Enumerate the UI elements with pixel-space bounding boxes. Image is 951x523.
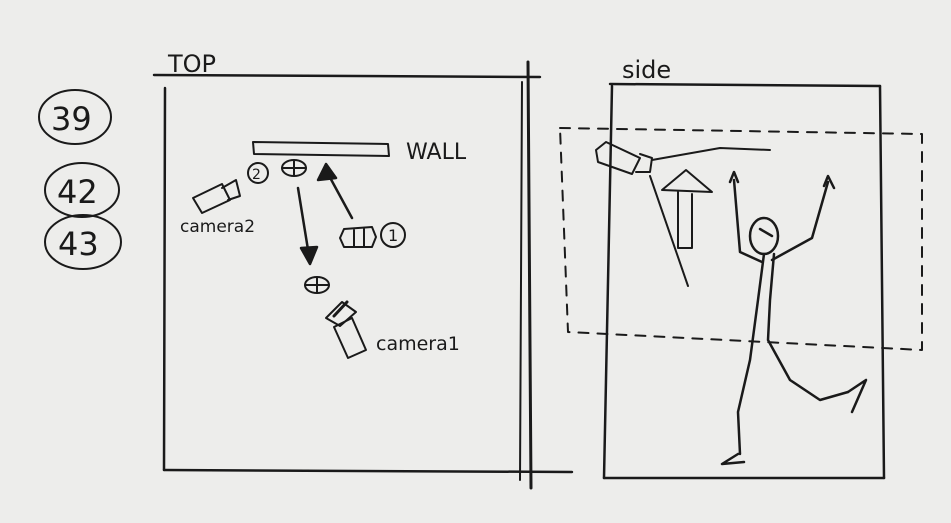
subject-top-lower — [305, 277, 329, 293]
side-camera-icon — [596, 142, 770, 286]
stick-figure — [722, 172, 866, 464]
camera-2-label: camera2 — [180, 217, 255, 237]
move-arrow-down — [298, 188, 317, 264]
framing-dashed-rect — [560, 128, 922, 350]
top-view-title: TOP — [167, 50, 216, 78]
shot-number-43-label: 43 — [58, 225, 99, 263]
marker-2-label: 2 — [252, 167, 261, 183]
subject-top-right — [340, 227, 376, 247]
camera-1-icon — [326, 302, 366, 358]
side-view-frame — [604, 84, 884, 478]
top-view-frame — [154, 62, 572, 488]
side-view-title: side — [622, 56, 671, 84]
side-up-arrow — [662, 170, 712, 248]
wall-label: WALL — [406, 140, 467, 165]
shot-number-39-label: 39 — [51, 100, 92, 138]
marker-1-label: 1 — [388, 226, 398, 245]
wall — [253, 142, 389, 156]
subject-top-upper — [282, 160, 306, 176]
camera-1-label: camera1 — [376, 333, 460, 355]
shot-number-42-label: 42 — [57, 173, 98, 211]
move-arrow-up — [318, 164, 352, 218]
camera-2-icon — [193, 180, 240, 213]
